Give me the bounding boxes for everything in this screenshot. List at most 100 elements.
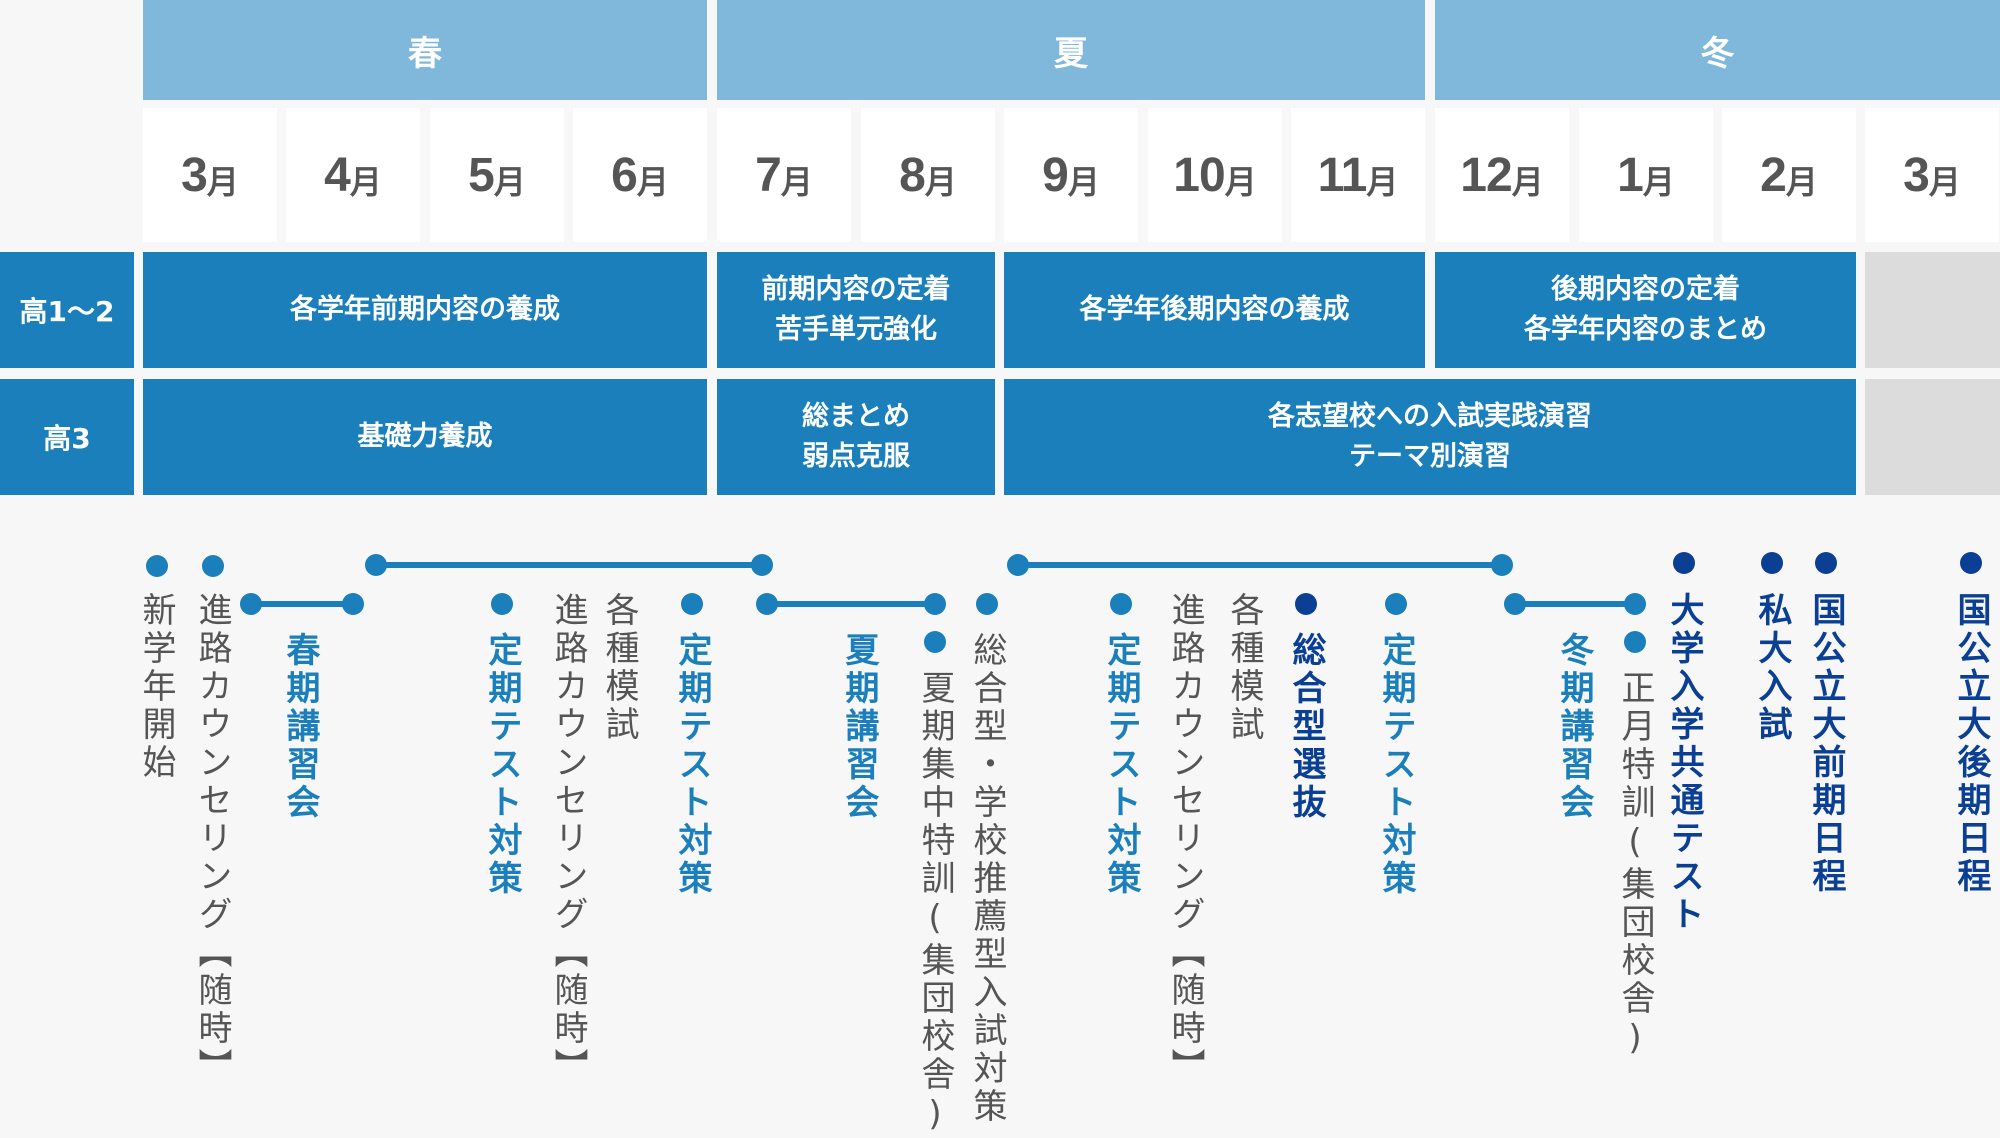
month-unit: 月 (206, 164, 239, 200)
block-line: 後期内容の定着 (1551, 274, 1740, 305)
month-unit: 月 (1928, 164, 1961, 200)
season-label: 春 (408, 33, 442, 74)
season-summer: 夏 (717, 0, 1425, 100)
month-unit: 月 (1511, 164, 1544, 200)
event-label: 定期テスト対策 (1101, 632, 1141, 898)
event-dot (1295, 593, 1317, 615)
event-dot (1815, 552, 1837, 574)
month-number: 4 (324, 148, 351, 202)
event-label: 大学入学共通テスト (1664, 592, 1704, 934)
period-line-spring-to-summer (376, 562, 762, 568)
event-dot (491, 593, 513, 615)
period-line-winter-course (1515, 601, 1635, 607)
event-dot (1761, 552, 1783, 574)
block-line: 前期内容の定着 (761, 274, 951, 305)
event-label: 総合型・学校推薦型入試対策 (967, 632, 1007, 1126)
event-dot (1673, 552, 1695, 574)
row-label-grade1-2: 高1〜2 (0, 252, 134, 368)
month-unit: 月 (636, 164, 669, 200)
event-dot (756, 593, 778, 615)
block-line: 苦手単元強化 (775, 314, 937, 345)
event-dot (1491, 554, 1513, 576)
event-dot (1385, 593, 1407, 615)
event-dot (976, 593, 998, 615)
curriculum-block: 後期内容の定着各学年内容のまとめ (1435, 252, 1856, 368)
event-dot (202, 555, 224, 577)
month-number: 1 (1617, 148, 1644, 202)
event-label: 夏期集中特訓(集団校舎) (915, 670, 955, 1138)
month-number: 3 (181, 148, 208, 202)
event-dot (1624, 631, 1646, 653)
block-line: 各学年後期内容の養成 (1079, 294, 1350, 325)
month-number: 7 (755, 148, 782, 202)
event-dot (1007, 554, 1029, 576)
month-number: 3 (1903, 148, 1930, 202)
event-dot (924, 593, 946, 615)
block-line: 各学年内容のまとめ (1524, 314, 1767, 345)
month-unit: 月 (1067, 164, 1100, 200)
curriculum-block: 総まとめ弱点克服 (717, 379, 995, 495)
curriculum-block: 基礎力養成 (143, 379, 707, 495)
event-label: 私大入試 (1752, 592, 1792, 744)
event-label: 正月特訓(集団校舎) (1615, 670, 1655, 1062)
month-unit: 月 (924, 164, 957, 200)
season-spring: 春 (143, 0, 707, 100)
event-label: 定期テスト対策 (482, 632, 522, 898)
month-unit: 月 (780, 164, 813, 200)
event-label: 国公立大前期日程 (1806, 592, 1846, 896)
event-dot (1960, 552, 1982, 574)
month-number: 10 (1173, 148, 1225, 202)
block-line: 基礎力養成 (357, 421, 493, 452)
month-number: 2 (1760, 148, 1787, 202)
event-dot (681, 593, 703, 615)
empty-block (1865, 252, 2000, 368)
event-label: 定期テスト対策 (672, 632, 712, 898)
period-line-autumn (1018, 562, 1502, 568)
event-dot (751, 554, 773, 576)
month-number: 6 (611, 148, 638, 202)
event-dot (1504, 593, 1526, 615)
event-dot (1624, 593, 1646, 615)
event-dot (146, 555, 168, 577)
event-dot (365, 554, 387, 576)
event-label: 冬期講習会 (1554, 632, 1594, 822)
block-line: 総まとめ (802, 401, 910, 432)
curriculum-block: 前期内容の定着苦手単元強化 (717, 252, 995, 368)
event-label: 進路カウンセリング【随時】 (548, 592, 588, 1086)
event-label: 各種模試 (599, 592, 639, 744)
month-number: 12 (1460, 148, 1512, 202)
row-label-grade3: 高3 (0, 379, 134, 495)
block-line: 各学年前期内容の養成 (290, 294, 560, 325)
month-number: 8 (899, 148, 926, 202)
event-label: 各種模試 (1224, 592, 1264, 744)
season-label: 冬 (1700, 33, 1735, 74)
row-label-text: 高1〜2 (19, 295, 115, 328)
month-unit: 月 (1642, 164, 1675, 200)
event-label: 春期講習会 (280, 632, 320, 822)
event-label: 進路カウンセリング【随時】 (192, 592, 232, 1086)
event-label: 国公立大後期日程 (1951, 592, 1991, 896)
event-dot (1110, 593, 1132, 615)
curriculum-block: 各学年前期内容の養成 (143, 252, 707, 368)
event-dot (342, 593, 364, 615)
period-line-spring-course (251, 601, 353, 607)
block-line: 弱点克服 (802, 441, 910, 472)
month-number: 5 (468, 148, 495, 202)
month-number: 9 (1042, 148, 1069, 202)
block-line: 各志望校への入試実践演習 (1268, 401, 1592, 432)
curriculum-block: 各志望校への入試実践演習テーマ別演習 (1004, 379, 1856, 495)
event-dot (240, 593, 262, 615)
curriculum-block: 各学年後期内容の養成 (1004, 252, 1425, 368)
event-label: 夏期講習会 (839, 632, 879, 822)
season-winter: 冬 (1435, 0, 2000, 100)
